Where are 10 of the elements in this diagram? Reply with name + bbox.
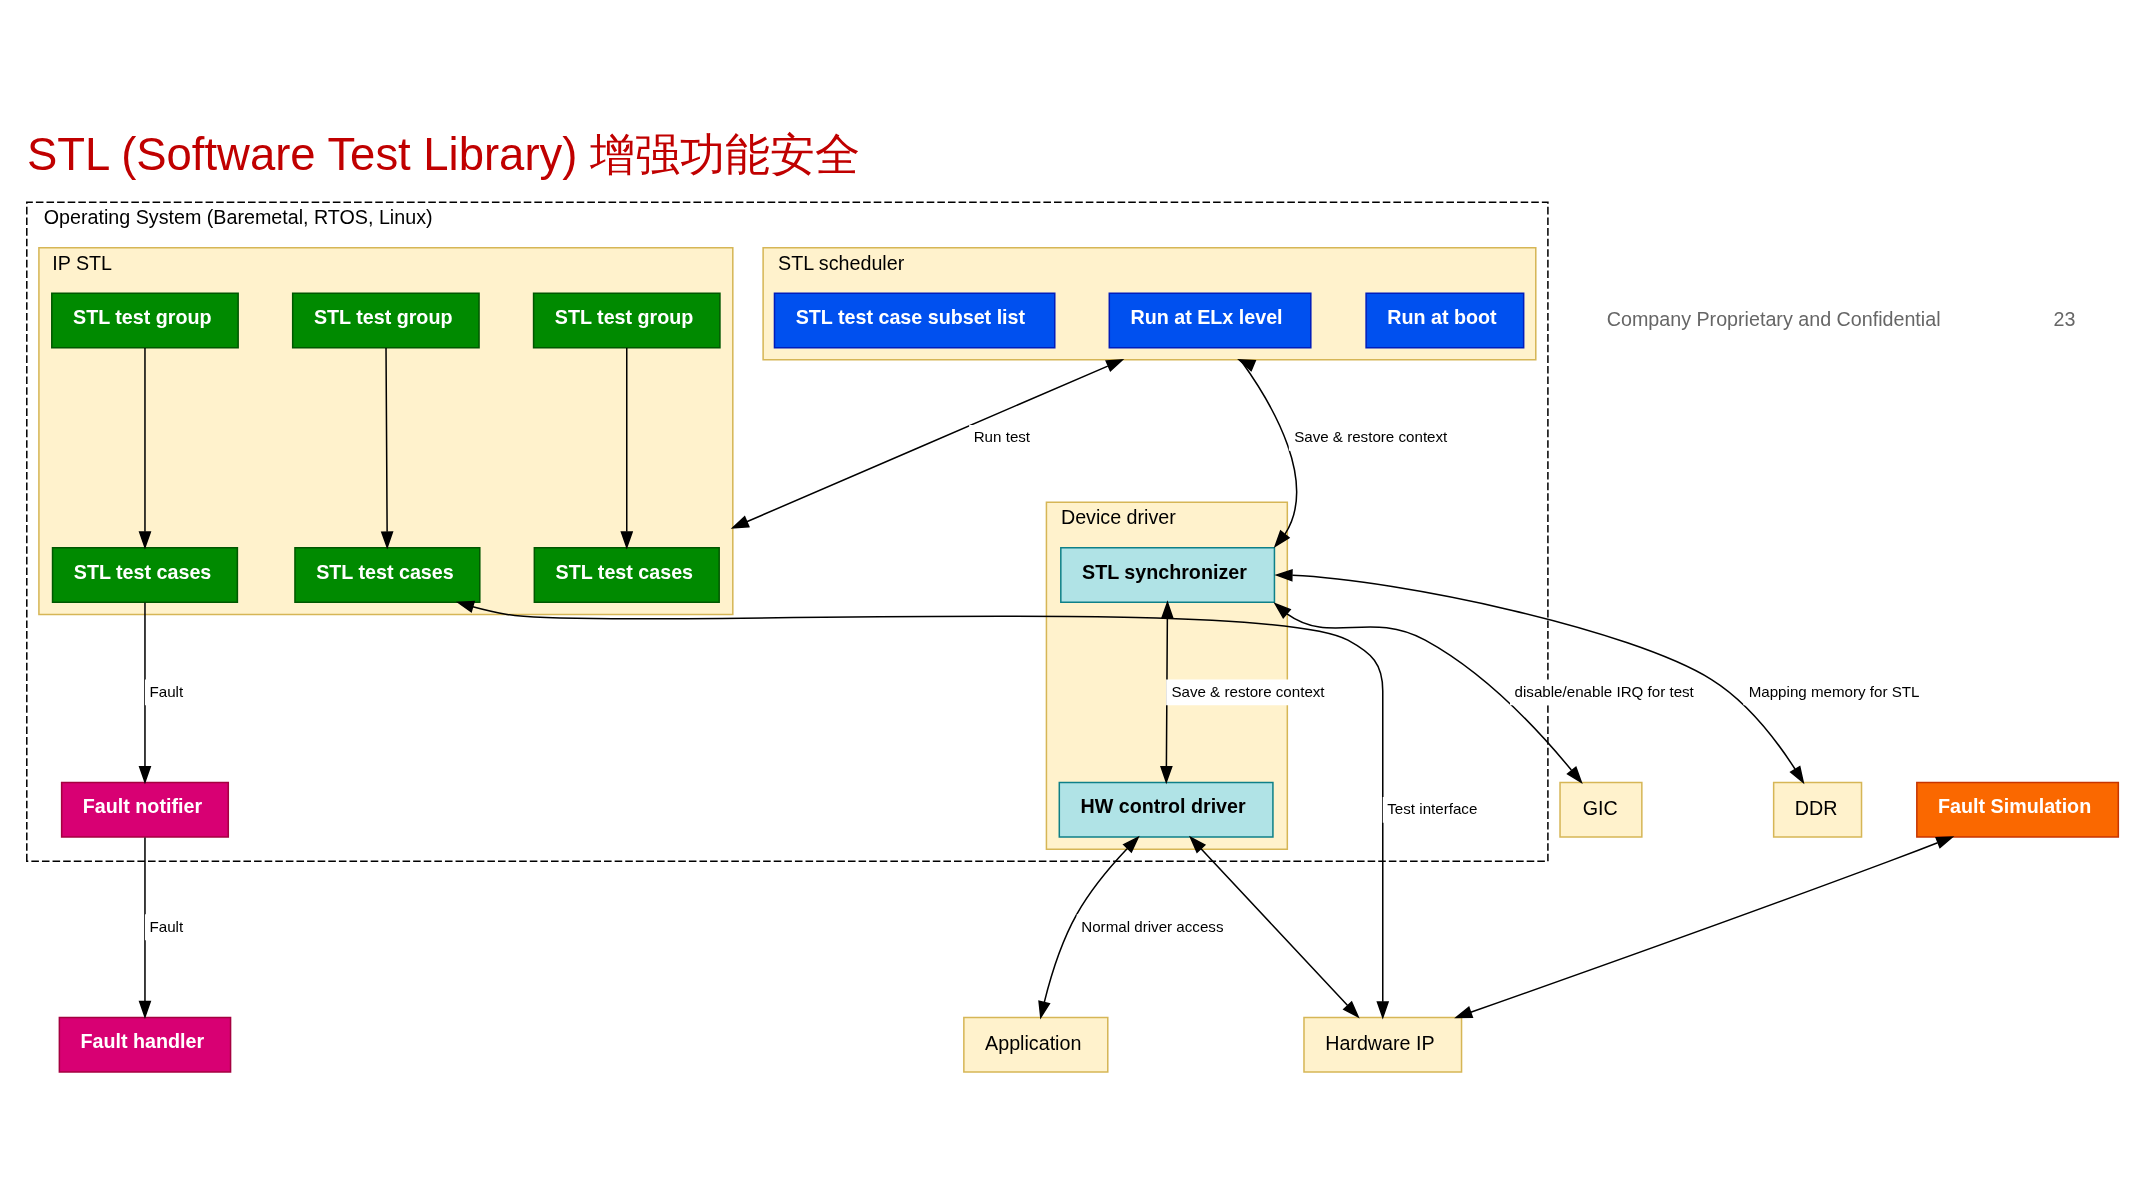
- edge-label: Test interface: [1387, 800, 1478, 818]
- edge-label: Run test: [973, 428, 1031, 446]
- edge-label: Mapping memory for STL: [1748, 682, 1920, 700]
- edge-label: Normal driver access: [1081, 917, 1224, 935]
- edge-label: Fault: [149, 682, 184, 700]
- edge-label: Save & restore context: [1294, 428, 1448, 446]
- edge-label: Fault: [149, 917, 184, 935]
- label: Company Proprietary and Confidential: [1606, 307, 1941, 330]
- label: 23: [2053, 307, 2076, 330]
- diagram-title: STL (Software Test Library) 增强功能安全: [26, 129, 860, 181]
